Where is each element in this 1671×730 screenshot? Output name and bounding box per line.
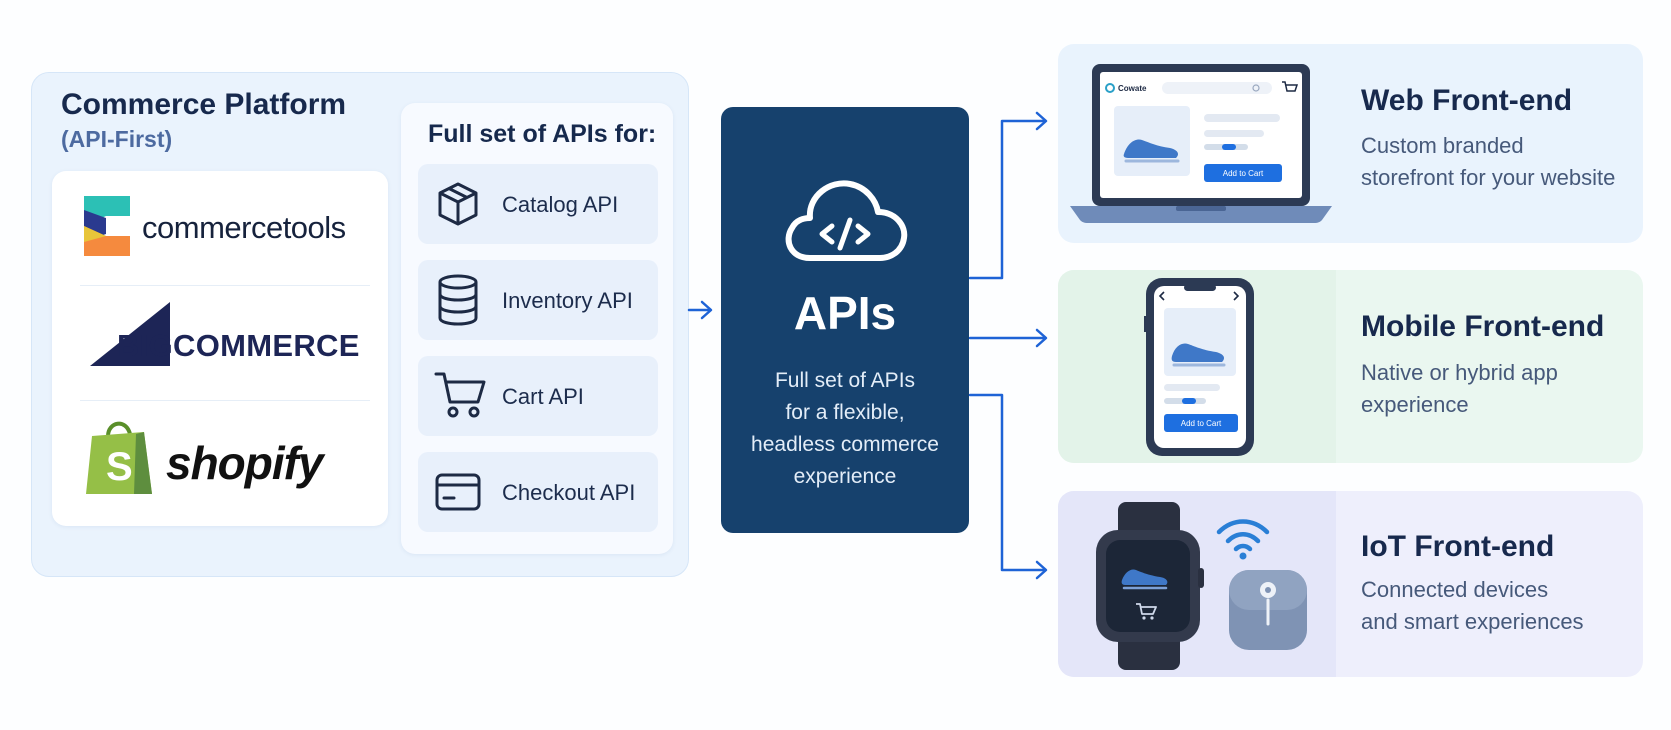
api-card-checkout	[418, 452, 658, 532]
api-label-checkout: Checkout API	[502, 480, 636, 505]
apis-description-line: experience	[793, 465, 897, 488]
iot-frontend-description-line: and smart experiences	[1361, 609, 1584, 634]
platform-subtitle: (API-First)	[61, 126, 173, 152]
api-card-cart	[418, 356, 658, 436]
cloud-code-icon	[785, 180, 908, 261]
logo-divider	[80, 285, 370, 286]
apis-description-line: headless commerce	[751, 433, 939, 456]
smart-device-icon	[1229, 570, 1307, 650]
shopify-logo-text: shopify	[166, 437, 324, 489]
apis-hub	[721, 107, 969, 533]
web-frontend-title: Web Front-end	[1361, 84, 1573, 117]
box-icon	[438, 182, 478, 226]
mobile-frontend-description-line: Native or hybrid app	[1361, 360, 1558, 385]
mobile-frontend-description-line: experience	[1361, 392, 1469, 417]
bigcommerce-logo-mark	[90, 302, 170, 366]
api-label-cart: Cart API	[502, 384, 584, 409]
web-frontend-description: Custom branded storefront for your websi…	[1361, 130, 1615, 194]
api-label-catalog: Catalog API	[502, 192, 619, 217]
phone-add-to-cart-label: Add to Cart	[1181, 419, 1222, 428]
smartphone-icon: Add to Cart	[1144, 278, 1254, 456]
iot-frontend-description: Connected devices and smart experiences	[1361, 574, 1584, 638]
api-list-title: Full set of APIs for:	[428, 120, 657, 148]
commercetools-logo-text: commercetools	[142, 210, 346, 245]
api-label-inventory: Inventory API	[502, 288, 633, 313]
shopify-bag-icon: S	[86, 421, 152, 494]
iot-frontend-title: IoT Front-end	[1361, 530, 1555, 563]
laptop-icon: Cowate Add to Cart	[1070, 64, 1332, 223]
mobile-frontend-description: Native or hybrid app experience	[1361, 357, 1558, 421]
apis-title: APIs	[793, 287, 897, 339]
iot-frontend-description-line: Connected devices	[1361, 577, 1549, 602]
card-icon	[435, 473, 481, 511]
laptop-add-to-cart-label: Add to Cart	[1223, 169, 1264, 178]
bigcommerce-logo-text: BIGCOMMERCE	[117, 328, 360, 363]
apis-description-line: for a flexible,	[785, 401, 905, 424]
apis-description: Full set of APIs for a flexible, headles…	[721, 365, 969, 493]
platform-title: Commerce Platform	[61, 88, 347, 121]
smartwatch-icon	[1096, 502, 1204, 670]
laptop-logo-text: Cowate	[1118, 84, 1147, 93]
apis-description-line: Full set of APIs	[774, 369, 916, 392]
cart-icon	[434, 372, 486, 418]
wifi-icon	[1216, 519, 1270, 560]
logo-divider	[80, 400, 370, 401]
mobile-frontend-title: Mobile Front-end	[1361, 310, 1605, 343]
svg-text:S: S	[106, 445, 133, 489]
web-frontend-description-line: storefront for your website	[1361, 165, 1616, 190]
web-frontend-description-line: Custom branded	[1361, 133, 1524, 158]
commercetools-logo-mark	[84, 196, 130, 256]
database-icon	[438, 274, 478, 326]
